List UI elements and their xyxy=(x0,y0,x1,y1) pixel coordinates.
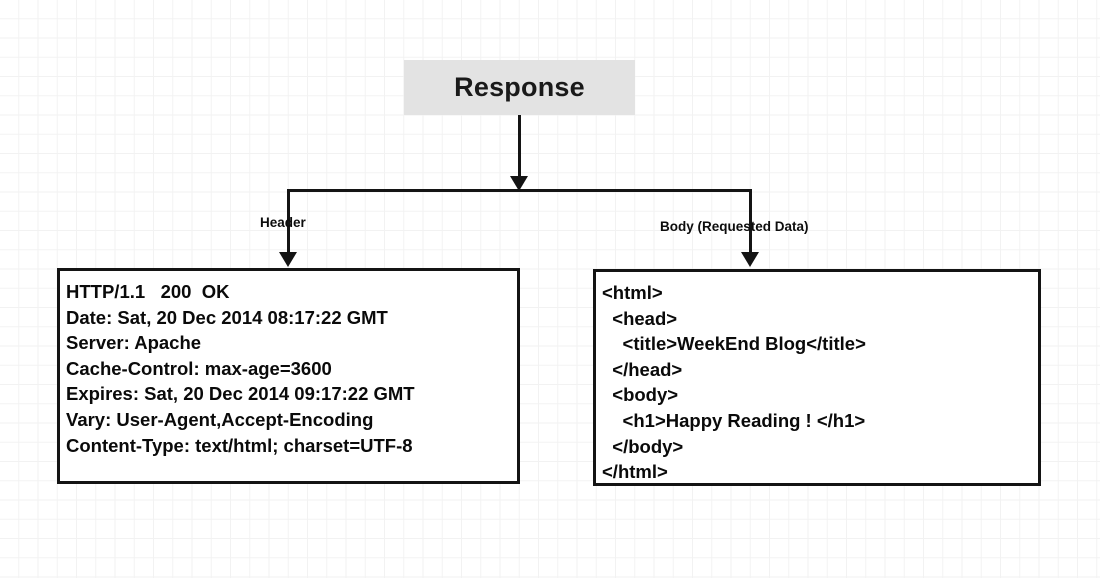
header-line: Server: Apache xyxy=(66,332,202,354)
arrowhead-main-icon xyxy=(510,176,528,191)
body-content-box: <html> <head> <title>WeekEnd Blog</title… xyxy=(593,269,1041,486)
header-line: Content-Type: text/html; charset=UTF-8 xyxy=(66,434,413,456)
arrowhead-header-icon xyxy=(279,252,297,267)
connector-stem-body xyxy=(749,189,752,261)
body-line: <body> xyxy=(602,384,679,406)
connector-stem-header xyxy=(287,189,290,261)
body-line: <html> xyxy=(602,282,663,303)
body-line: <h1>Happy Reading ! </h1> xyxy=(602,409,866,431)
header-line: Cache-Control: max-age=3600 xyxy=(66,357,332,379)
response-title-label: Response xyxy=(454,72,585,102)
body-line: </head> xyxy=(602,358,683,380)
body-line: <title>WeekEnd Blog</title> xyxy=(602,333,866,355)
arrowhead-body-icon xyxy=(741,252,759,267)
body-line: <head> xyxy=(602,307,678,329)
body-line-list: <html> <head> <title>WeekEnd Blog</title… xyxy=(596,272,1038,485)
connector-split-bar xyxy=(287,189,752,192)
header-line: Expires: Sat, 20 Dec 2014 09:17:22 GMT xyxy=(66,383,415,405)
header-line: HTTP/1.1 200 OK xyxy=(66,281,230,302)
response-title-box: Response xyxy=(404,60,635,115)
header-content-box: HTTP/1.1 200 OK Date: Sat, 20 Dec 2014 0… xyxy=(57,268,520,484)
header-line-list: HTTP/1.1 200 OK Date: Sat, 20 Dec 2014 0… xyxy=(60,271,517,458)
header-line: Date: Sat, 20 Dec 2014 08:17:22 GMT xyxy=(66,306,388,328)
branch-label-body: Body (Requested Data) xyxy=(660,219,809,234)
header-line: Vary: User-Agent,Accept-Encoding xyxy=(66,408,374,430)
body-line: </html> xyxy=(602,461,668,483)
connector-stem-main xyxy=(518,115,521,178)
body-line: </body> xyxy=(602,435,684,457)
branch-label-header: Header xyxy=(260,215,306,230)
